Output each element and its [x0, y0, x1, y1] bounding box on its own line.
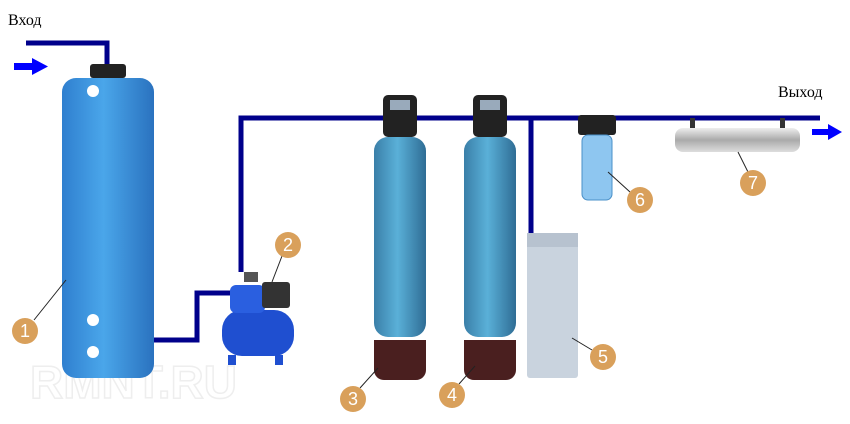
filter-column-3	[374, 95, 426, 380]
output-label: Выход	[778, 84, 823, 101]
svg-text:6: 6	[635, 190, 645, 210]
svg-text:1: 1	[20, 321, 30, 341]
output-arrow-icon	[812, 124, 842, 140]
callout-4: 4	[439, 382, 465, 408]
callout-6: 6	[627, 187, 653, 213]
storage-tank	[62, 64, 154, 378]
svg-text:5: 5	[598, 347, 608, 367]
callout-7: 7	[740, 170, 766, 196]
pump-station	[222, 272, 294, 365]
pipes	[26, 40, 820, 343]
cartridge-filter	[578, 115, 616, 201]
callout-5: 5	[590, 344, 616, 370]
brine-tank	[527, 233, 578, 378]
callout-1: 1	[12, 318, 38, 344]
callout-2: 2	[275, 232, 301, 258]
svg-text:3: 3	[348, 389, 358, 409]
filter-column-4	[464, 95, 516, 380]
callout-leaders	[33, 151, 749, 389]
svg-text:2: 2	[283, 235, 293, 255]
uv-sterilizer	[675, 118, 800, 152]
svg-text:4: 4	[447, 385, 457, 405]
input-label: Вход	[8, 12, 42, 29]
svg-text:7: 7	[748, 173, 758, 193]
callout-3: 3	[340, 386, 366, 412]
input-arrow-icon	[14, 58, 48, 75]
